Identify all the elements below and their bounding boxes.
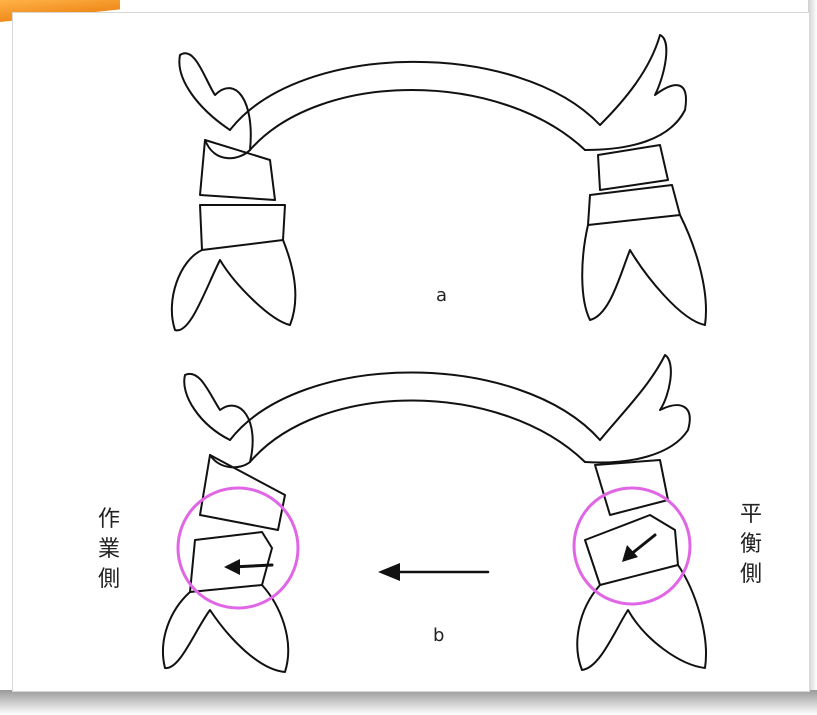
balancing-side-highlight-circle xyxy=(572,486,692,606)
balancing-side-arrow xyxy=(622,533,657,562)
balancing-side-char-2: 衡 xyxy=(739,532,762,557)
balancing-side-label: 平 衡 側 xyxy=(736,500,766,590)
label-b: b xyxy=(433,625,445,646)
arch-b-left-tooth-1 xyxy=(199,454,286,531)
working-side-label: 作 業 側 xyxy=(94,505,124,595)
arch-a-left-root xyxy=(170,239,297,332)
movement-direction-arrow xyxy=(378,563,490,581)
arch-b-right-wing xyxy=(584,354,691,464)
arch-b-left-tooth-2 xyxy=(189,531,273,593)
balancing-side-char-1: 平 xyxy=(739,502,762,527)
working-side-highlight-circle xyxy=(176,486,300,610)
working-side-char-2: 業 xyxy=(97,537,120,562)
working-side-arrow xyxy=(224,559,274,575)
arch-a-right-tooth-1 xyxy=(597,144,669,191)
working-side-char-3: 側 xyxy=(97,567,120,592)
arch-b-inner xyxy=(249,399,586,463)
arch-a-right-root xyxy=(581,214,707,326)
arch-a xyxy=(170,34,707,332)
arch-a-left-tooth-2 xyxy=(199,204,286,251)
label-a: a xyxy=(436,285,448,306)
arch-b-outer xyxy=(229,371,601,441)
arch-a-left-wing xyxy=(178,52,252,160)
panel-shadow-bottom xyxy=(0,690,817,715)
figure-panel xyxy=(12,12,810,692)
balancing-side-char-3: 側 xyxy=(739,562,762,587)
arch-b-right-tooth-2 xyxy=(584,514,679,586)
arch-a-inner xyxy=(249,89,586,151)
arch-a-right-wing xyxy=(584,34,687,151)
arch-b-right-root xyxy=(576,564,707,671)
arch-b-left-wing xyxy=(183,372,254,469)
arch-b-left-root xyxy=(161,584,290,673)
arch-a-left-tooth-1 xyxy=(199,139,276,201)
arch-a-right-tooth-2 xyxy=(587,184,681,226)
arch-a-outer xyxy=(229,60,601,131)
working-side-char-1: 作 xyxy=(97,507,120,532)
panel-shadow-right xyxy=(808,0,817,700)
